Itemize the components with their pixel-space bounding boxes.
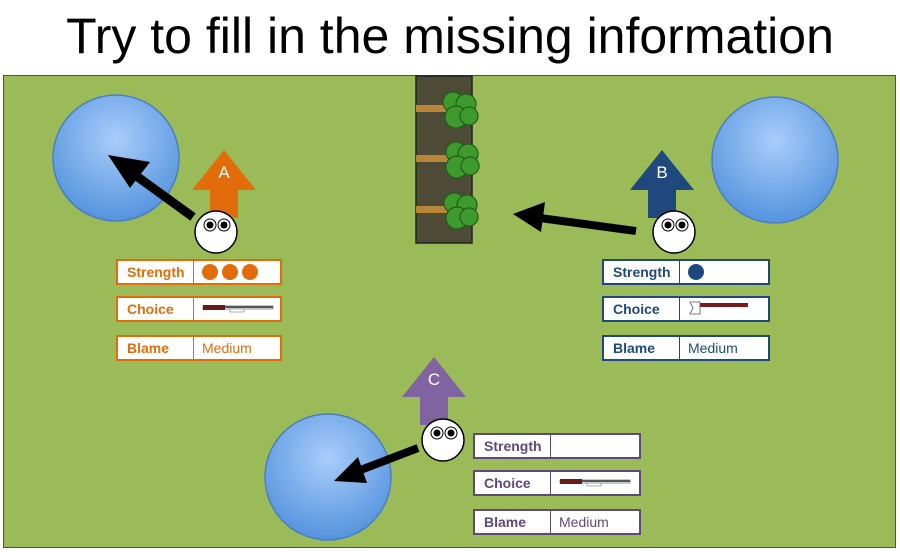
agent-b-strength-label: Strength <box>604 261 680 283</box>
agent-a-blame-label: Blame <box>118 337 194 359</box>
agent-a-blame-row: Blame Medium <box>116 335 282 361</box>
arrow-b <box>513 202 637 235</box>
agent-c-letter: C <box>428 370 440 389</box>
agent-b-blame-value[interactable]: Medium <box>688 340 738 356</box>
agent-b-choice-value[interactable] <box>680 298 768 320</box>
agent-a-face <box>194 210 238 254</box>
agent-a-blame-value[interactable]: Medium <box>202 340 252 356</box>
agent-a-marker: A <box>192 150 256 218</box>
agent-c-strength-value[interactable] <box>551 435 639 457</box>
agent-b-blame-label: Blame <box>604 337 680 359</box>
agent-a-strength-label: Strength <box>118 261 194 283</box>
agent-a-letter: A <box>218 163 230 182</box>
agent-a-choice-label: Choice <box>118 298 194 320</box>
agent-c-choice-value[interactable] <box>551 472 639 494</box>
agent-b-letter: B <box>656 163 667 182</box>
rifle-icon <box>202 305 274 313</box>
agent-b-choice-row: Choice <box>602 296 770 322</box>
strength-dot <box>688 264 704 280</box>
agent-b-strength-value[interactable] <box>680 261 768 283</box>
agent-c-blame-value[interactable]: Medium <box>559 514 609 530</box>
rifle-icon <box>559 479 631 487</box>
agent-c-table: Strength Choice Blame Medium <box>473 433 641 537</box>
tree <box>415 75 480 244</box>
agent-b-face <box>652 210 696 254</box>
agent-b-choice-label: Choice <box>604 298 680 320</box>
pool-right <box>711 96 839 224</box>
agent-c-choice-label: Choice <box>475 472 551 494</box>
pool-bottom <box>264 413 392 541</box>
agent-c-strength-label: Strength <box>475 435 551 457</box>
agent-b-marker: B <box>630 150 694 218</box>
agent-a-strength-value[interactable] <box>194 261 280 283</box>
strength-dot <box>242 264 258 280</box>
agent-a-strength-row: Strength <box>116 259 282 285</box>
agent-a-choice-row: Choice <box>116 296 282 322</box>
agent-c-blame-row: Blame Medium <box>473 509 641 535</box>
agent-a-table: Strength Choice Blame Medium <box>116 259 282 363</box>
agent-c-choice-row: Choice <box>473 470 641 496</box>
strength-dot <box>202 264 218 280</box>
page-title: Try to fill in the missing information <box>66 8 834 64</box>
agent-a-choice-value[interactable] <box>194 298 280 320</box>
axe-icon <box>689 301 748 315</box>
agent-c-blame-label: Blame <box>475 511 551 533</box>
agent-b-blame-row: Blame Medium <box>602 335 770 361</box>
arrow-c <box>334 444 420 483</box>
arrow-a <box>108 155 196 221</box>
strength-dot <box>222 264 238 280</box>
agent-b-table: Strength Choice Blame Medium <box>602 259 770 363</box>
agent-b-strength-row: Strength <box>602 259 770 285</box>
agent-c-strength-row: Strength <box>473 433 641 459</box>
agent-c-face <box>421 418 465 462</box>
agent-c-marker: C <box>402 357 466 425</box>
